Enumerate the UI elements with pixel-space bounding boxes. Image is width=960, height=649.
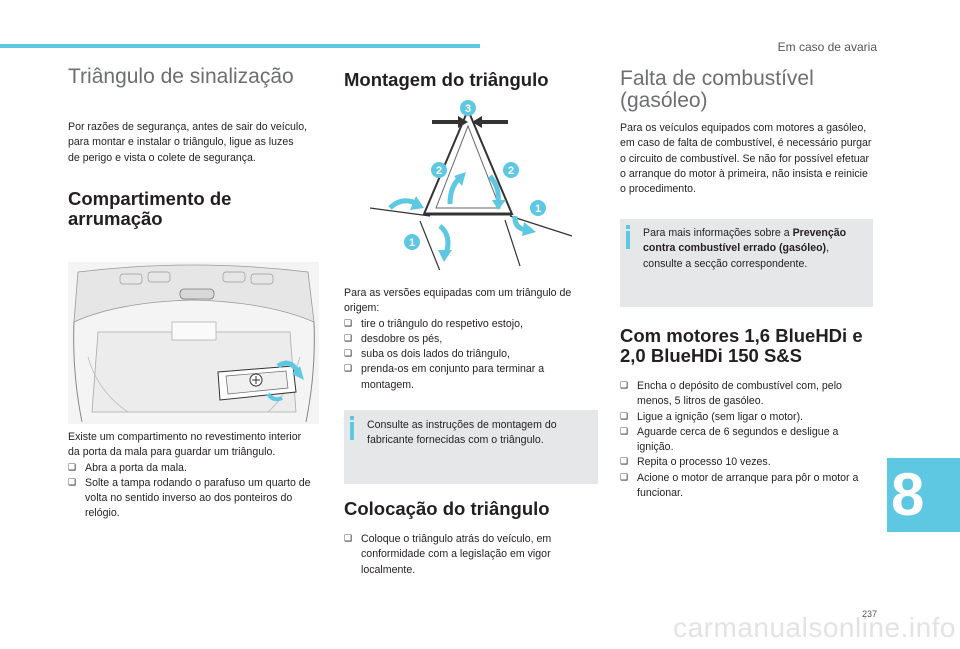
assembly-intro: Para as versões equipadas com um triângu… [344,287,572,315]
checkbox-bullet-icon: ❑ [344,318,353,329]
checkbox-bullet-icon: ❑ [344,349,353,360]
svg-text:2: 2 [508,165,514,177]
storage-heading: Compartimento de arrumação [68,187,232,229]
fuel-intro: Para os veículos equipados com motores a… [620,122,872,196]
svg-text:2: 2 [436,165,442,177]
column-3-engines: Com motores 1,6 BlueHDi e 2,0 BlueHDi 15… [620,326,876,501]
info-icon [626,225,630,249]
trunk-storage-illustration [68,262,319,424]
step-marker-3: 3 [460,100,476,116]
list-item: ❑Acione o motor de arranque para pôr o m… [620,471,859,500]
list-item: ❑suba os dois lados do triângulo, [344,347,594,362]
storage-steps: ❑Abra a porta da mala. ❑Solte a tampa ro… [68,461,313,522]
column-3: Falta de combustível (gasóleo) Para os v… [620,68,876,197]
checkbox-bullet-icon: ❑ [620,426,629,437]
list-item: ❑Aguarde cerca de 6 segundos e desligue … [620,425,839,454]
column-2-placement: Colocação do triângulo ❑Coloque o triâng… [344,499,594,578]
triangle-section-title: Triângulo de sinalização [68,65,294,88]
column-1-lower: Existe um compartimento no revestimento … [68,430,313,522]
step-marker-2-right: 2 [503,162,519,178]
storage-text: Existe um compartimento no revestimento … [68,431,302,459]
list-item: ❑Ligue a ignição (sem ligar o motor). [620,410,876,425]
list-item: ❑Repita o processo 10 vezes. [620,455,876,470]
watermark: carmanualsonline.info [673,612,956,643]
page-number: 237 [861,609,877,619]
section-label: Em caso de avaria [777,40,877,54]
checkbox-bullet-icon: ❑ [344,333,353,344]
checkbox-bullet-icon: ❑ [344,364,353,375]
list-item: ❑Abra a porta da mala. [68,461,313,476]
svg-text:1: 1 [409,237,415,249]
checkbox-bullet-icon: ❑ [68,462,77,473]
svg-text:1: 1 [535,203,541,215]
checkbox-bullet-icon: ❑ [620,472,629,483]
checkbox-bullet-icon: ❑ [620,381,629,391]
assembly-steps: ❑tire o triângulo do respetivo estojo, ❑… [344,317,594,393]
step-marker-1-left: 1 [404,234,420,250]
info-icon [350,416,354,440]
assembly-note: Consulte as instruções de montagem do fa… [344,410,598,484]
checkbox-bullet-icon: ❑ [620,457,629,468]
list-item: ❑Solte a tampa rodando o parafuso um qua… [68,476,311,520]
triangle-assembly-diagram: 3 2 2 1 1 [360,96,580,270]
svg-text:3: 3 [465,103,471,115]
checkbox-bullet-icon: ❑ [620,411,629,422]
engines-heading: Com motores 1,6 BlueHDi e 2,0 BlueHDi 15… [620,325,863,366]
top-accent-bar [0,44,480,48]
fuel-section-title: Falta de combustível (gasóleo) [620,67,814,112]
list-item: ❑Encha o depósito de combustível com, pe… [620,380,842,408]
column-2-body: Para as versões equipadas com um triângu… [344,286,594,393]
step-marker-1-right: 1 [530,200,546,216]
list-item: ❑Coloque o triângulo atrás do veículo, e… [344,533,552,576]
fuel-note: Para mais informações sobre a Prevenção … [620,219,873,307]
checkbox-bullet-icon: ❑ [68,477,77,488]
placement-heading: Colocação do triângulo [344,498,550,519]
column-2: Montagem do triângulo [344,70,594,90]
safety-intro: Por razões de segurança, antes de sair d… [68,121,308,164]
placement-steps: ❑Coloque o triângulo atrás do veículo, e… [344,532,594,578]
step-marker-2-left: 2 [431,162,447,178]
list-item: ❑desdobre os pés, [344,332,594,347]
list-item: ❑tire o triângulo do respetivo estojo, [344,317,594,332]
list-item: ❑prenda-os em conjunto para terminar a m… [344,363,545,391]
chapter-tab: 8 [887,458,960,532]
engine-steps: ❑Encha o depósito de combustível com, pe… [620,379,876,501]
checkbox-bullet-icon: ❑ [344,534,353,544]
column-1: Triângulo de sinalização Por razões de s… [68,66,308,229]
assembly-heading: Montagem do triângulo [344,69,549,90]
